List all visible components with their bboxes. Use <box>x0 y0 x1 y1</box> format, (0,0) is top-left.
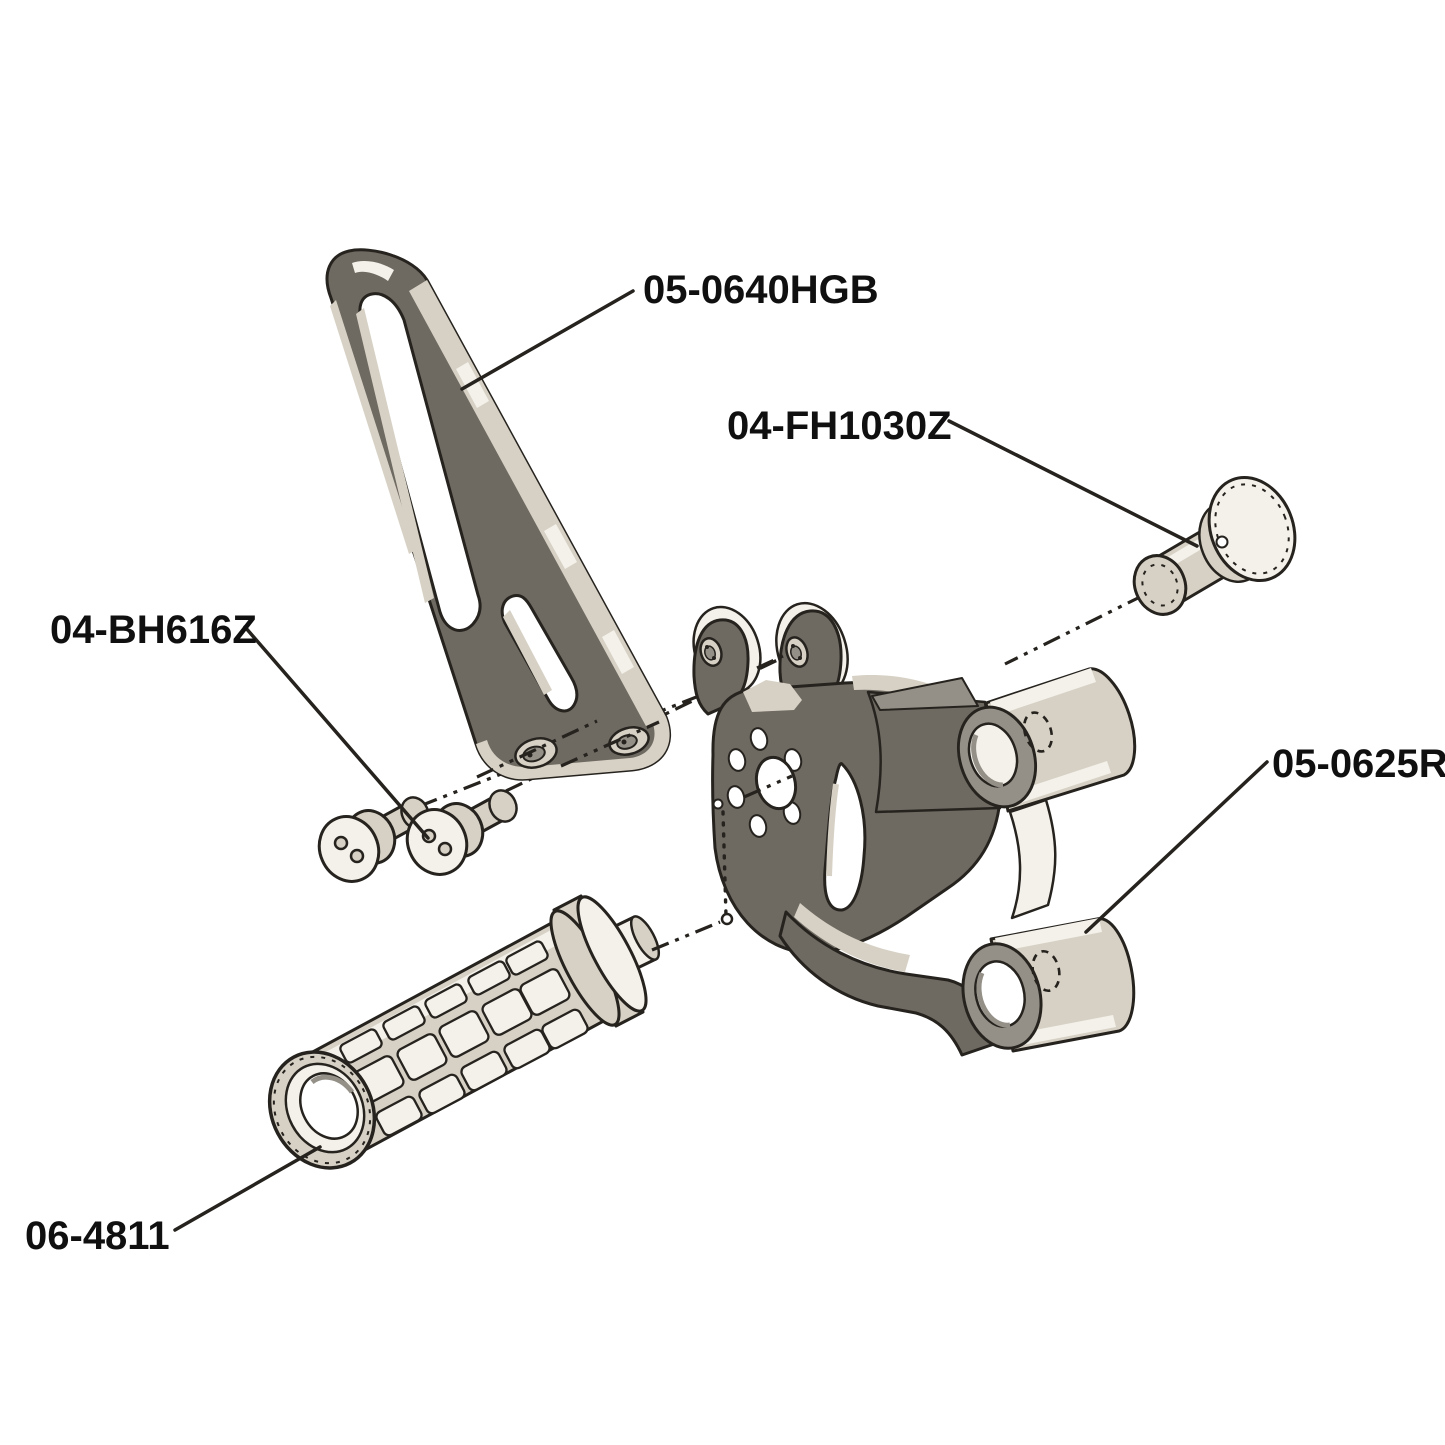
buttonhead-bolt <box>405 789 518 876</box>
countersunk-head <box>1207 476 1297 582</box>
hanger-mounting-hole <box>514 737 558 769</box>
hanger-mounting-hole <box>608 726 650 756</box>
centerline-pivot-hole <box>743 774 793 799</box>
part-label-hanger: 05-0640HGB <box>643 268 879 312</box>
knurl-pads <box>339 940 589 1137</box>
lower-boss-side-hole <box>1031 949 1061 993</box>
part-labels: 05-0640HGB 04-FH1030Z 04-BH616Z 05-0625R… <box>25 268 1445 1258</box>
pivot-bracket-drawing <box>692 601 1137 1057</box>
part-label-flathead-bolt: 04-FH1030Z <box>727 404 952 448</box>
leader-line-buttonhead-bolts <box>243 625 430 840</box>
assembly-centerlines-overlay <box>476 654 793 952</box>
bolt-head <box>405 808 469 876</box>
hanger-bracket-drawing <box>325 248 672 781</box>
ear-hole <box>699 637 723 667</box>
leader-line-footpeg <box>173 1145 322 1232</box>
footpeg-drawing <box>267 894 661 1170</box>
leader-line-flathead-bolt <box>947 419 1199 548</box>
adjustment-holes <box>726 727 803 838</box>
centerline-footpeg-vertical <box>721 810 728 918</box>
upper-boss <box>956 667 1137 813</box>
central-pivot-hole <box>754 755 798 811</box>
bracket-saddle <box>743 680 802 712</box>
footpeg-flange <box>549 894 661 1028</box>
lower-boss <box>961 917 1136 1053</box>
upper-boss-side-hole <box>1022 711 1054 753</box>
footpeg-open-end <box>267 1050 377 1170</box>
centerline-flathead-axis <box>1004 593 1145 666</box>
leader-lines <box>173 289 1269 1232</box>
leader-line-pivot-bracket <box>1084 760 1269 934</box>
hanger-lower-cutout <box>500 594 579 713</box>
leader-line-hanger <box>460 289 635 391</box>
part-label-pivot-bracket: 05-0625R <box>1272 742 1445 786</box>
bolt-head <box>317 815 381 883</box>
ear-hole <box>785 636 809 668</box>
part-label-footpeg: 06-4811 <box>25 1214 170 1258</box>
centerline-footpeg-axis <box>651 920 721 952</box>
footpeg-bore <box>299 1072 359 1140</box>
part-label-buttonhead-bolt: 04-BH616Z <box>50 608 257 652</box>
buttonhead-bolts-drawing <box>317 789 518 883</box>
flathead-bolt-drawing <box>1132 476 1297 616</box>
hanger-foot-chamfer <box>476 717 670 780</box>
